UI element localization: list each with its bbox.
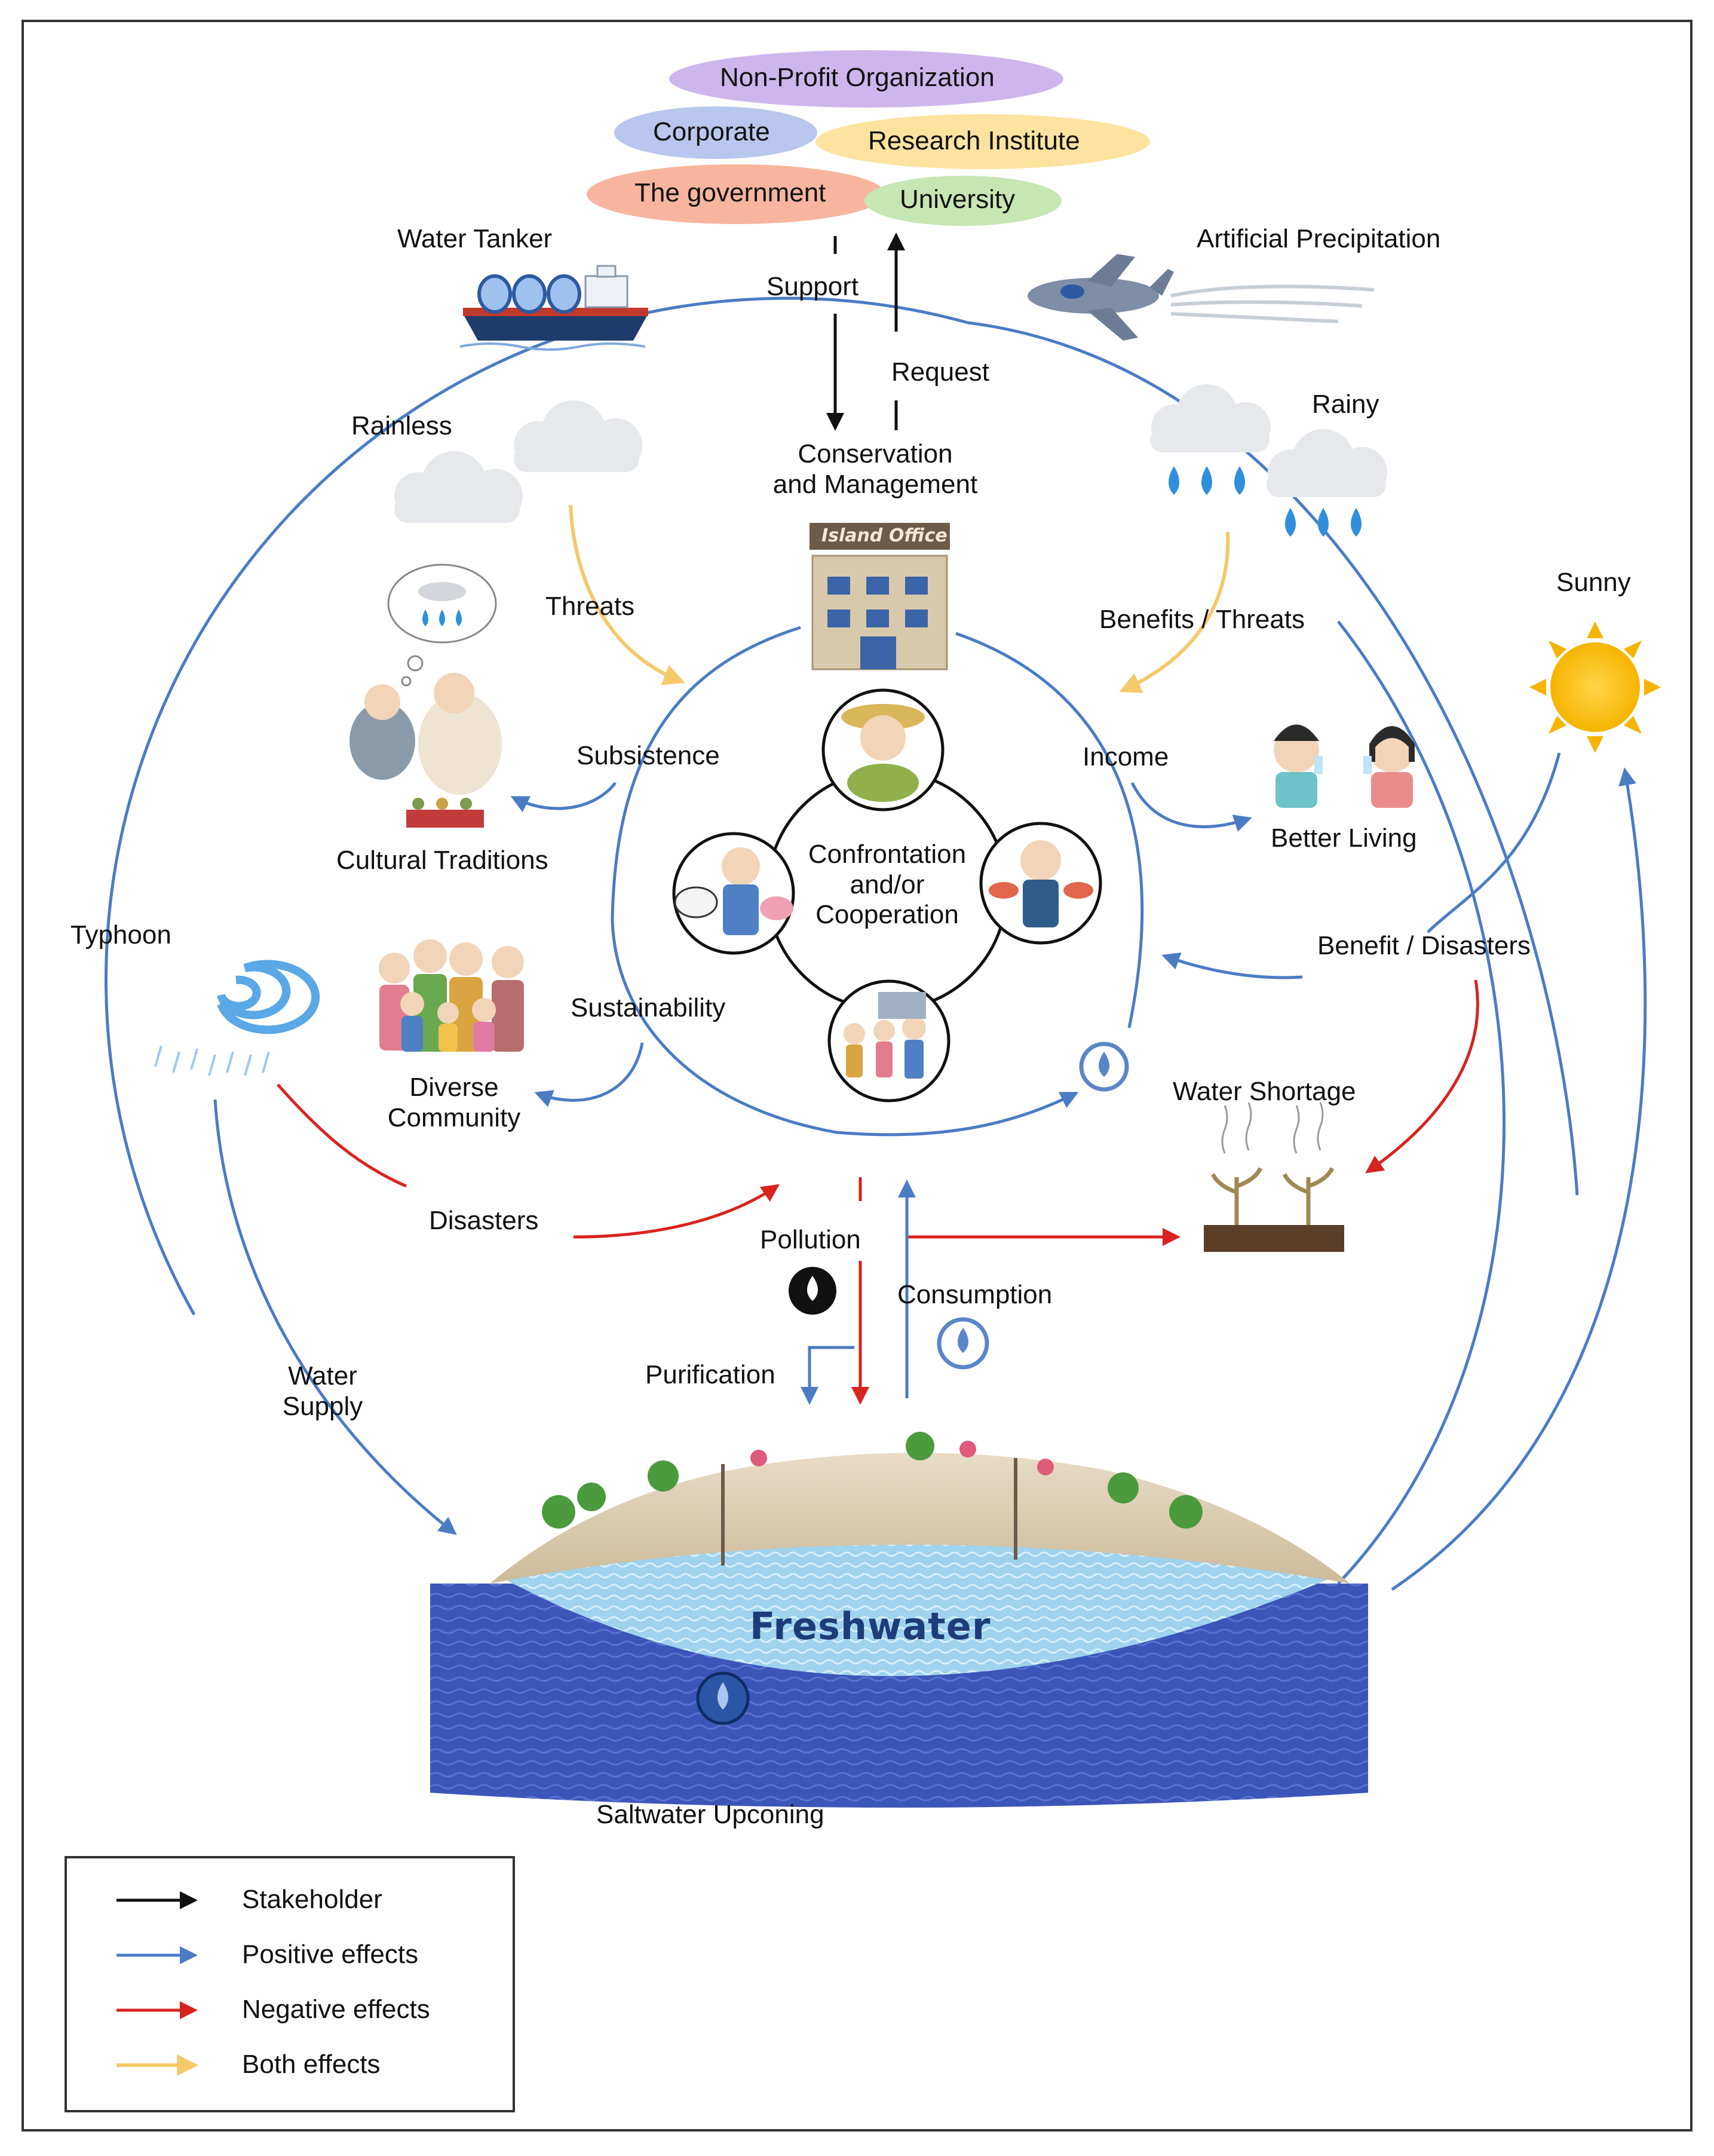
sun-icon: [1529, 621, 1661, 753]
consumption-label: Consumption: [897, 1280, 1053, 1309]
water-supply-label: Water Supply: [282, 1361, 363, 1421]
disasters-to-shortage-arrow: [1365, 979, 1479, 1174]
stakeholder-government-ellipse: [587, 164, 885, 224]
freshwater-label: Freshwater: [750, 1604, 991, 1648]
pollution-label: Pollution: [760, 1225, 861, 1254]
purification-label: Purification: [645, 1360, 775, 1389]
sustainability-label: Sustainability: [571, 993, 726, 1022]
farmer-portrait: [821, 688, 945, 811]
legend-both-label: Both effects: [242, 2050, 381, 2079]
threats-label: Threats: [545, 592, 635, 621]
water-tanker-icon: [459, 265, 648, 351]
confrontation-label: Confrontation and/or Cooperation: [808, 840, 967, 930]
typhoon-disaster-line: [277, 1083, 407, 1188]
stakeholder-research-label: Research Institute: [868, 126, 1080, 155]
legend-arrows: [116, 1891, 199, 2076]
rainy-cloud-icon: [1150, 384, 1387, 537]
water-drop-icon: [1079, 1042, 1129, 1092]
water-shortage-label: Water Shortage: [1173, 1077, 1356, 1106]
consumption-drop-icon: [937, 1317, 989, 1370]
sunny-label: Sunny: [1556, 568, 1631, 597]
inner-cycle-left: [611, 626, 1079, 1137]
sunny-to-benefit-line: [1427, 752, 1561, 933]
stakeholder-university-ellipse: [864, 176, 1062, 226]
better-living-label: Better Living: [1271, 823, 1417, 853]
legend-stakeholder-label: Stakeholder: [242, 1885, 382, 1914]
elders-ritual-icon: [349, 673, 502, 828]
purification-arrow: [801, 1346, 854, 1405]
rainless-cloud-icon: [394, 400, 642, 523]
artificial-precipitation-label: Artificial Precipitation: [1197, 224, 1441, 253]
stakeholder-corporate-ellipse: [614, 106, 817, 159]
diverse-community-label: Diverse Community: [387, 1073, 521, 1132]
benefits-threats-label: Benefits / Threats: [1099, 605, 1305, 634]
typhoon-label: Typhoon: [70, 920, 171, 950]
polluted-drop-icon: [789, 1267, 836, 1315]
better-living-icon: [1274, 724, 1415, 808]
diverse-community-icon: [379, 939, 524, 1052]
legend-negative-label: Negative effects: [242, 1995, 430, 2024]
benefit-disasters-label: Benefit / Disasters: [1317, 931, 1531, 960]
support-label: Support: [766, 272, 859, 301]
residents-portrait: [827, 979, 950, 1102]
stakeholder-npo-ellipse: [669, 50, 1063, 108]
rainless-label: Rainless: [351, 411, 452, 440]
rainy-to-island-line: [1337, 620, 1506, 1585]
benefits-threats-arrow: [1119, 531, 1230, 693]
threats-arrow: [569, 504, 685, 685]
stakeholder-government-label: The government: [634, 178, 826, 207]
typhoon-icon: [154, 960, 320, 1076]
island-cross-section: [430, 1432, 1368, 1808]
outer-cycle-right: [967, 321, 1579, 1196]
subsistence-label: Subsistence: [577, 741, 720, 770]
fisherman-portrait: [979, 822, 1102, 945]
stakeholder-corporate-label: Corporate: [653, 117, 770, 146]
legend-positive-label: Positive effects: [242, 1940, 419, 1969]
inner-cycle-right: [955, 632, 1144, 1028]
water-supply-arrow: [213, 1099, 457, 1535]
island-office-icon: [810, 523, 950, 670]
water-shortage-icon: [1204, 1102, 1344, 1252]
request-label: Request: [891, 357, 989, 387]
livestock-farmer-portrait: [672, 832, 795, 955]
outer-frame: [22, 20, 1692, 2132]
island-office-sign: Island Office: [821, 525, 948, 546]
rainy-label: Rainy: [1312, 390, 1379, 419]
outer-cycle-left: [104, 296, 968, 1316]
thought-cloud-icon: [387, 564, 497, 687]
disasters-label: Disasters: [429, 1206, 539, 1235]
benefit-to-income-arrow: [1161, 952, 1303, 979]
saltwater-upconing-label: Saltwater Upconing: [596, 1800, 824, 1829]
to-cultural-arrow: [510, 782, 617, 813]
conservation-label: Conservation and Management: [772, 439, 978, 499]
cultural-traditions-label: Cultural Traditions: [336, 846, 548, 875]
stakeholder-university-label: University: [900, 185, 1016, 214]
legend: Stakeholder Positive effects Negative ef…: [66, 1857, 514, 2111]
to-better-living-arrow: [1130, 782, 1252, 832]
airplane-icon: [1028, 254, 1375, 341]
stakeholder-npo-label: Non-Profit Organization: [720, 63, 995, 92]
stakeholder-research-ellipse: [815, 114, 1150, 169]
evaporation-arrow: [1391, 767, 1647, 1591]
water-tanker-label: Water Tanker: [397, 224, 553, 253]
income-label: Income: [1083, 742, 1169, 771]
disasters-arrow: [573, 1184, 780, 1239]
to-diverse-arrow: [534, 1042, 644, 1107]
